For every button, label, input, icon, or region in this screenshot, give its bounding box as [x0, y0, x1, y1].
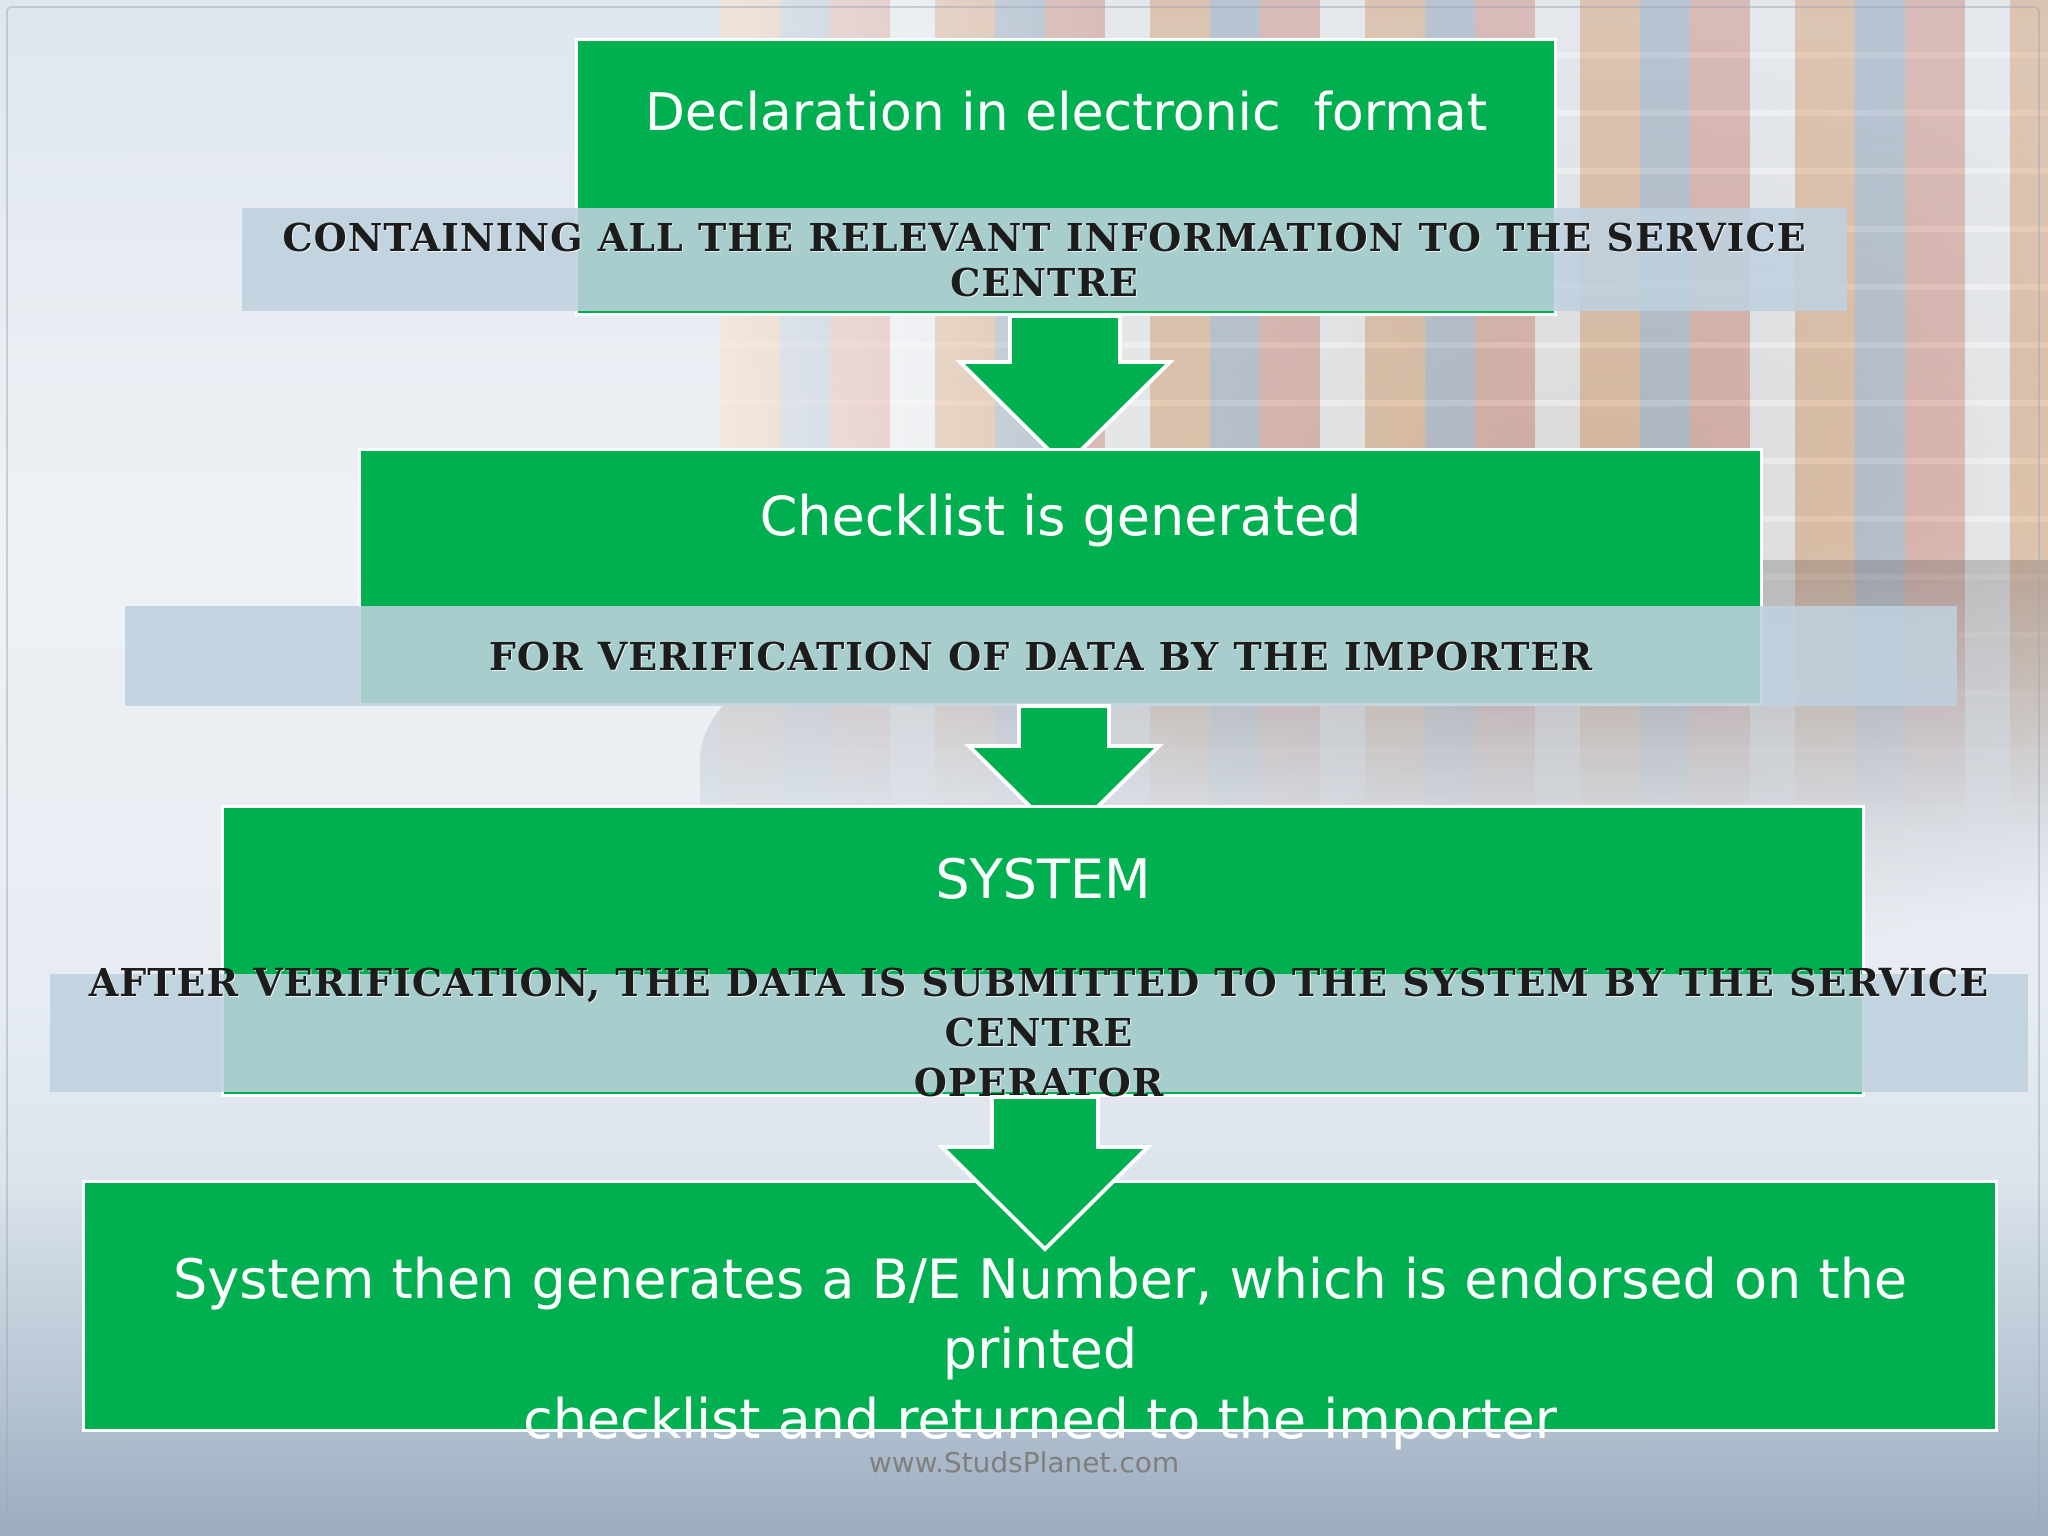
step-3-description-line-1: AFTER VERIFICATION, THE DATA IS SUBMITTE… — [88, 960, 1990, 1055]
step-2-label: Checklist is generated — [759, 485, 1362, 548]
step-4-label-line-1: System then generates a B/E Number, whic… — [172, 1248, 1908, 1381]
footer-website: www.StudsPlanet.com — [868, 1446, 1180, 1479]
step-4-label: System then generates a B/E Number, whic… — [85, 1245, 1995, 1455]
step-3-description: AFTER VERIFICATION, THE DATA IS SUBMITTE… — [50, 960, 2028, 1105]
down-arrow-2 — [964, 704, 1164, 843]
step-2-description: FOR VERIFICATION OF DATA BY THE IMPORTER — [125, 606, 1957, 706]
down-arrow-1 — [955, 314, 1175, 469]
step-1-description: CONTAINING ALL THE RELEVANT INFORMATION … — [242, 208, 1847, 311]
down-arrow-3 — [937, 1095, 1153, 1252]
step-4-label-line-2: checklist and returned to the importer — [523, 1388, 1557, 1451]
step-1-label: Declaration in electronic format — [644, 83, 1488, 143]
step-3-label: SYSTEM — [935, 848, 1151, 911]
